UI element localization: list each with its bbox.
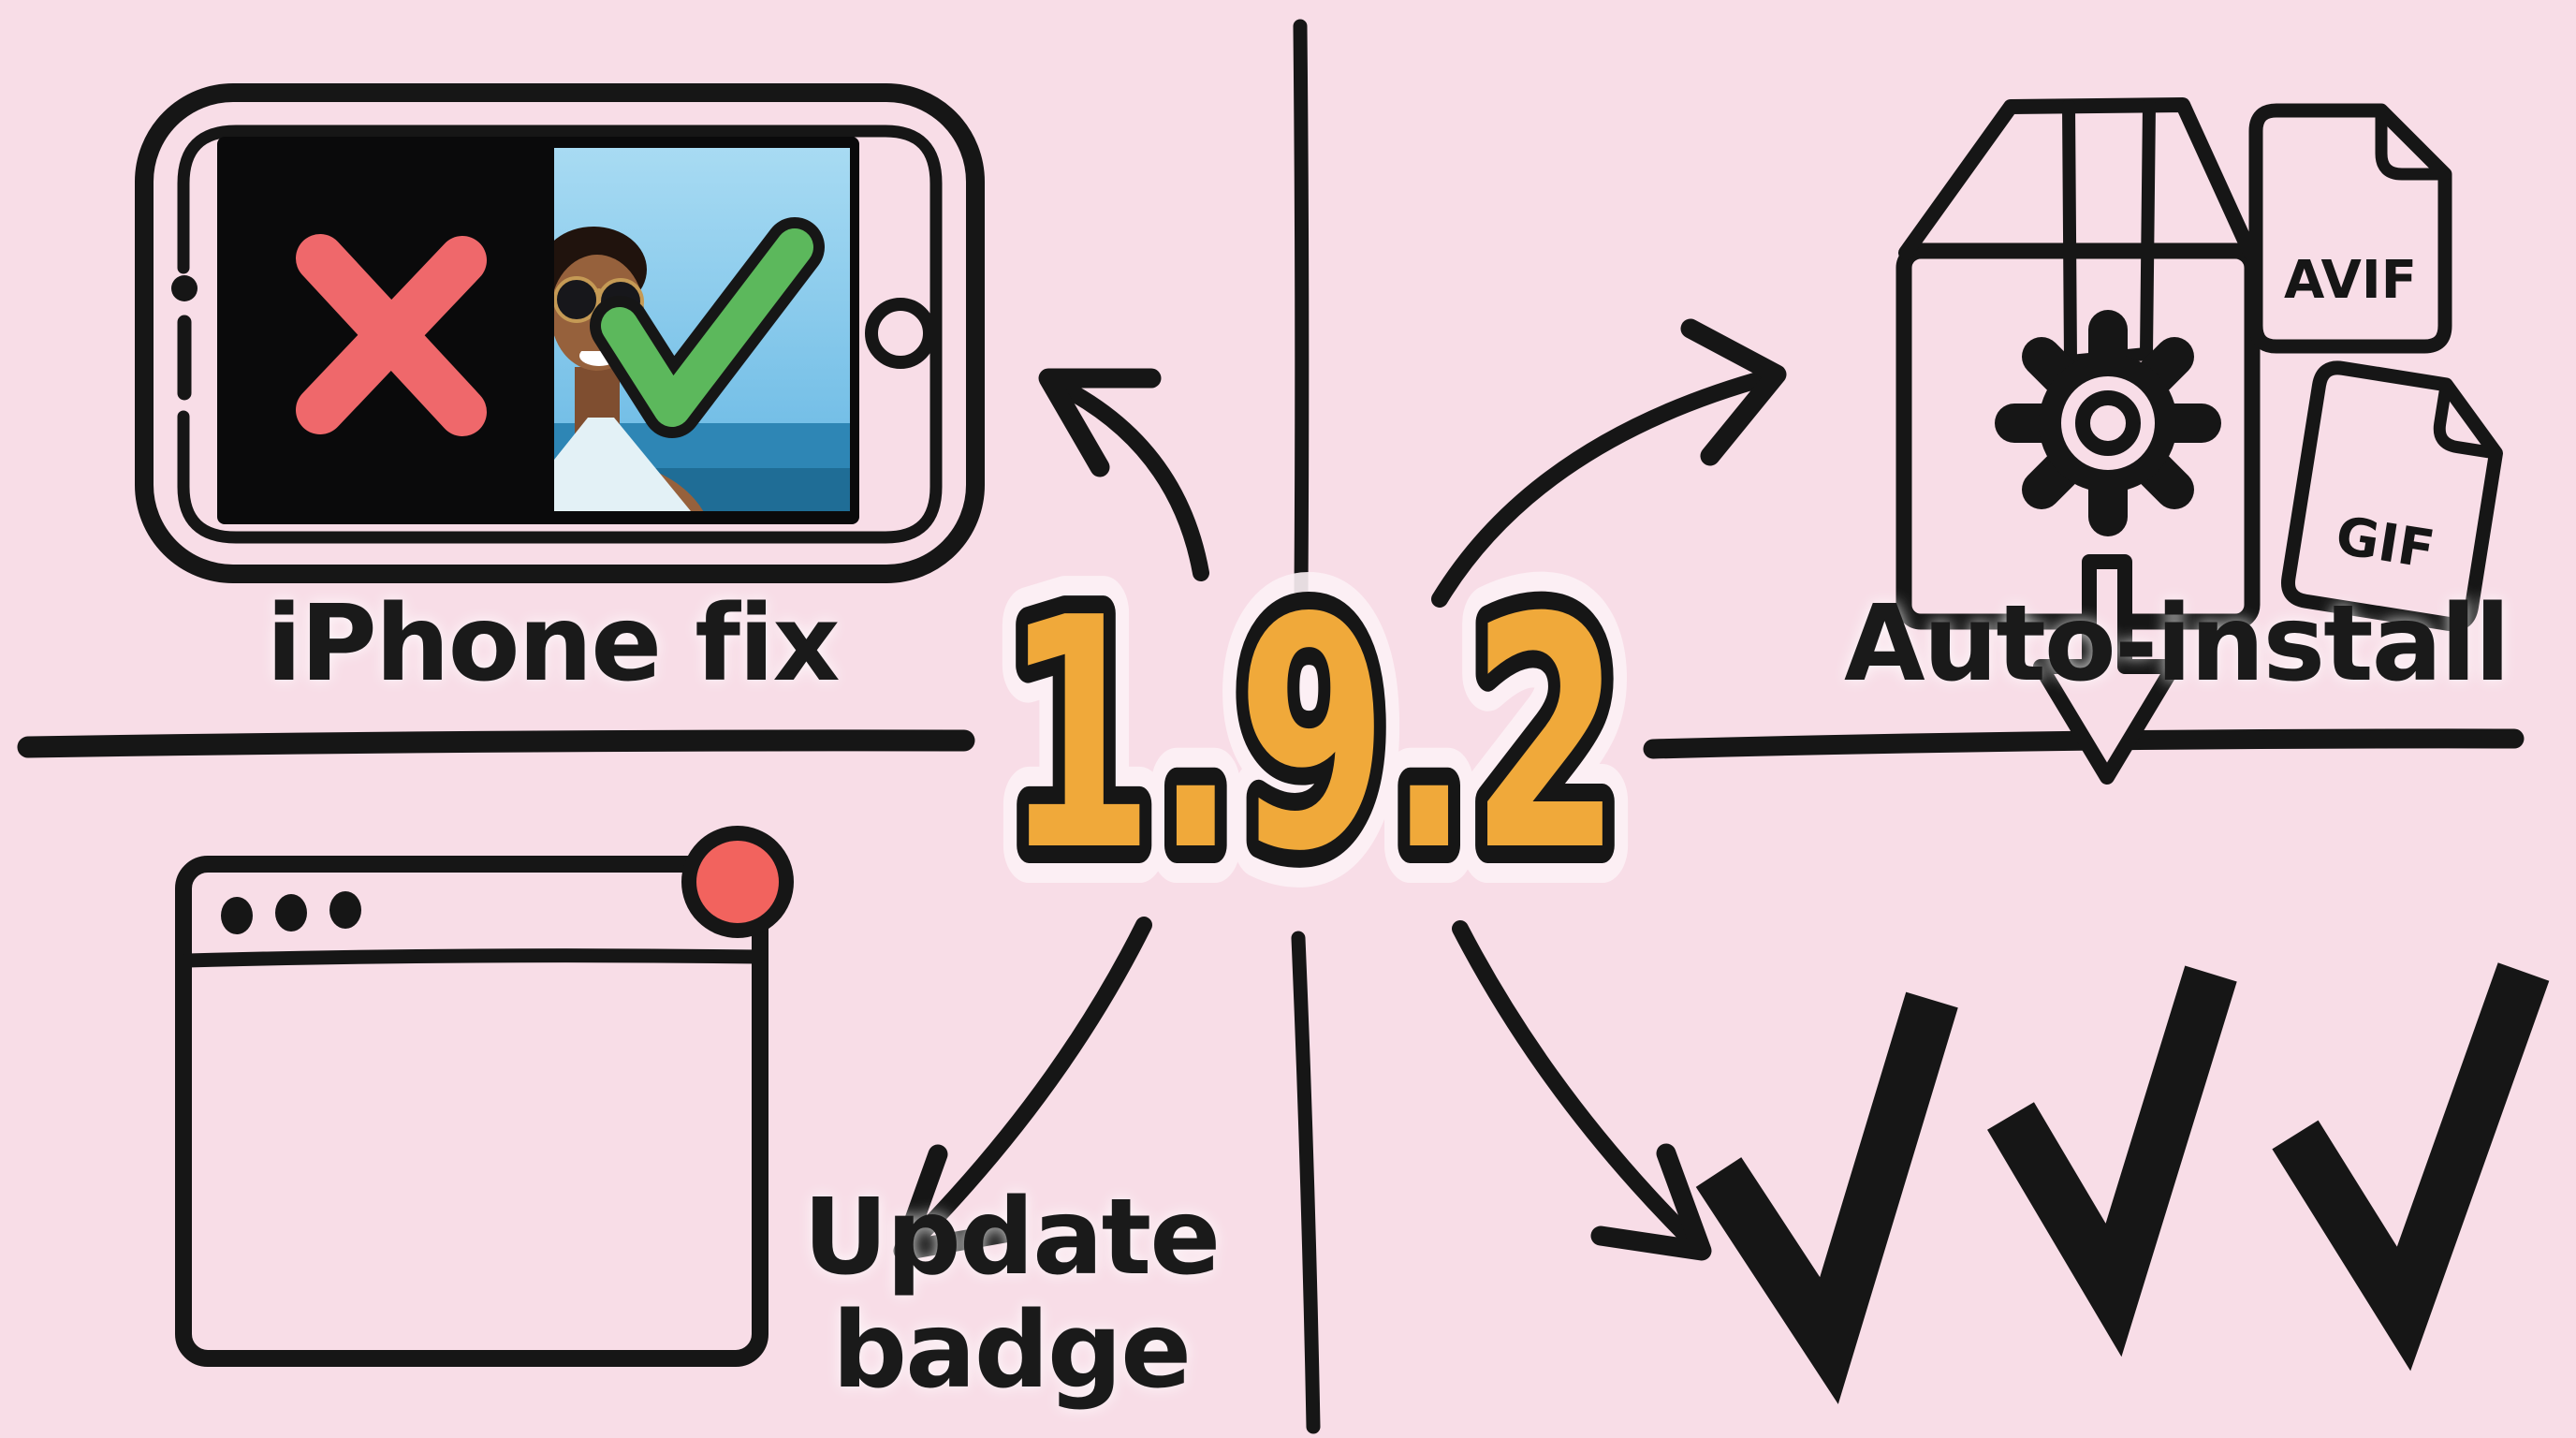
version-text-halo: 1.9.2 [1003,550,1621,921]
gear-icon [1995,310,2221,536]
x-mark-icon [296,234,487,436]
browser-window-badge-icon [175,826,794,1367]
phone-inner-bezel [177,125,943,544]
phone-before-after-icon [135,83,985,583]
arrow-bottom-right-icon [1452,920,1712,1261]
notification-badge-dot [681,826,794,938]
home-button-icon [865,298,936,369]
package-lid [1898,97,2258,260]
divider-vertical-bottom [1291,931,1321,1434]
arrows [893,318,1787,1261]
checkmark-1 [1695,991,1958,1404]
divider-horizontal-left [17,729,975,758]
divider-vertical-top [1293,19,1310,599]
window-control-dots [221,891,361,934]
version-number: 1.9.2 1.9.2 [966,513,1659,959]
label-iphone-fix: iPhone fix [266,583,840,705]
gif-file-fold [2433,378,2502,460]
gif-file-icon: GIF [2281,360,2503,632]
checkmark-2 [1987,965,2237,1357]
triple-checkmark-icon [1695,962,2550,1404]
avif-file-icon: AVIF [2248,103,2452,354]
avif-file-fold [2375,104,2452,181]
gif-file-label: GIF [2332,506,2438,581]
camera-dot-icon [171,275,198,301]
package-gear-download-icon: AVIF GIF [1895,97,2503,785]
download-arrow-icon [2033,554,2181,785]
arrow-bottom-left-icon [893,917,1152,1261]
browser-window [175,856,768,1367]
arrow-top-right-icon [1431,318,1787,608]
halter-top [554,418,691,511]
avif-file-label: AVIF [2284,250,2417,311]
checkmark-3 [2272,962,2550,1372]
label-auto-install: Auto-install [1843,583,2510,705]
label-update-badge: Update badge [802,1177,1221,1412]
browser-titlebar-line [180,948,766,968]
check-icon [590,217,825,438]
arrow-top-left-icon [1038,368,1209,581]
version-text: 1.9.2 [1003,550,1621,921]
